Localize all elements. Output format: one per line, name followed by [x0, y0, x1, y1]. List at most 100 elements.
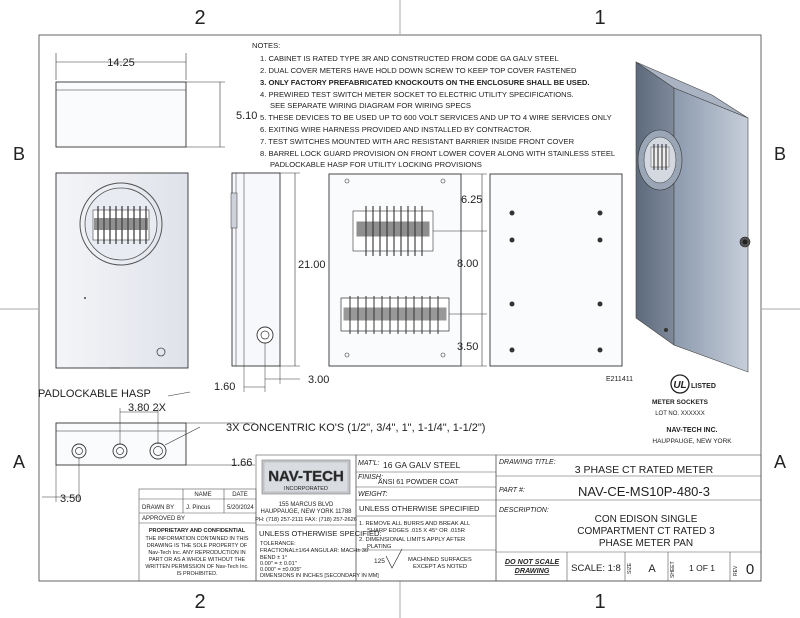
zone-col-2-bottom: 2	[194, 591, 205, 613]
back-view	[489, 173, 623, 367]
matl-label: MAT'L:	[358, 460, 379, 467]
description-line-1: CON EDISON SINGLE	[595, 514, 698, 525]
tb-prop-line-3: Nav-Tech Inc. ANY REPRODUCTION IN	[148, 550, 245, 556]
zone-col-2-top: 2	[194, 7, 205, 29]
tolerance-6: DIMENSIONS IN INCHES [SECONDARY IN MM]	[260, 573, 379, 579]
burrs-1: 1. REMOVE ALL BURRS AND BREAK ALL	[359, 521, 471, 527]
description-line-2: COMPARTMENT CT RATED 3	[577, 526, 715, 537]
part-number: NAV-CE-MS10P-480-3	[578, 484, 710, 499]
tb-prop-title: PROPRIETARY AND CONFIDENTIAL	[149, 528, 246, 534]
ul-category: METER SOCKETS	[652, 399, 709, 406]
dim-3-00: 3.00	[308, 374, 329, 386]
side-view	[230, 172, 300, 392]
dim-3-80-2x: 3.80 2X	[128, 402, 167, 414]
machined-1: MACHINED SURFACES	[408, 557, 472, 563]
logo-main: NAV-TECH	[268, 468, 344, 485]
tb-name-header: NAME	[194, 492, 211, 498]
top-view	[55, 53, 225, 148]
rev-value: 0	[746, 561, 754, 578]
tb-drawn-name: J. Pincus	[186, 505, 210, 511]
tolerance-4: 0.00" = ± 0.01"	[260, 561, 297, 567]
dim-width: 14.25	[107, 57, 135, 69]
logo-sub: INCORPORATED	[284, 486, 328, 492]
dim-1-66: 1.66	[231, 457, 252, 469]
description-label: DESCRIPTION:	[499, 507, 549, 514]
zone-row-a-left: A	[13, 452, 25, 472]
tb-prop-line-5: WRITTEN PERMISSION OF Nav-Tech Inc.	[145, 564, 248, 570]
notes-title: NOTES:	[252, 41, 280, 50]
hasp-label: PADLOCKABLE HASP	[38, 388, 151, 400]
note-5: 5. THESE DEVICES TO BE USED UP TO 600 VO…	[260, 113, 612, 122]
machined-2: EXCEPT AS NOTED	[413, 564, 467, 570]
do-not-scale: DO NOT SCALE	[505, 557, 560, 566]
note-2: 2. DUAL COVER METERS HAVE HOLD DOWN SCRE…	[260, 66, 577, 75]
address-line-2: HAUPPAUGE, NEW YORK 11788	[260, 509, 352, 515]
dim-3-50-horiz: 3.50	[60, 493, 81, 505]
machining-symbol	[385, 548, 403, 569]
part-label: PART #:	[499, 487, 525, 494]
do-not-scale-2: DRAWING	[515, 566, 550, 575]
size-label: SIZE	[627, 562, 633, 574]
dim-depth: 5.10	[236, 110, 257, 122]
ul-lot: LOT NO. XXXXXX	[655, 411, 705, 417]
weight-label: WEIGHT:	[358, 491, 387, 498]
navtech-logo: NAV-TECH INCORPORATED	[261, 459, 351, 495]
zone-col-1-top: 1	[594, 7, 605, 29]
unless-specified-2: UNLESS OTHERWISE SPECIFIED	[359, 504, 480, 513]
dim-1-60: 1.60	[214, 381, 235, 393]
interior-view	[328, 173, 487, 367]
rev-label: REV	[733, 565, 739, 576]
size-value: A	[648, 563, 656, 575]
title-block	[138, 454, 762, 582]
dim-6-25: 6.25	[461, 194, 482, 206]
ul-listing-mark: UL LISTED METER SOCKETS LOT NO. XXXXXX N…	[652, 374, 732, 445]
tb-approved-by: APPROVED BY	[142, 516, 185, 522]
limits-2: PLATING	[367, 544, 392, 550]
tb-drawn-by: DRAWN BY	[142, 505, 174, 511]
tolerance-3: BEND ± 1°	[260, 555, 287, 561]
note-3: 3. ONLY FACTORY PREFABRICATED KNOCKOUTS …	[260, 78, 590, 87]
note-1: 1. CABINET IS RATED TYPE 3R AND CONSTRUC…	[260, 54, 559, 63]
finish-value: ANSI 61 POWDER COAT	[378, 479, 459, 486]
finish-symbol-value: 125	[374, 558, 385, 565]
tb-date-header: DATE	[232, 492, 248, 498]
tolerance-1: TOLERANCE:	[260, 541, 296, 547]
sheet-label: SHEET	[670, 561, 676, 578]
tolerance-2: FRACTIONAL±1/64 ANGULAR: MACH± 30'	[260, 548, 369, 554]
tb-prop-line-2: DRAWING IS THE SOLE PROPERTY OF	[147, 543, 248, 549]
isometric-view	[635, 61, 751, 373]
tb-prop-line-6: IS PROHIBITED.	[176, 571, 217, 577]
tb-prop-line-1: THE INFORMATION CONTAINED IN THIS	[145, 536, 248, 542]
zone-row-a-right: A	[774, 452, 786, 472]
file-number: E211411	[606, 376, 633, 383]
dim-3-50-vert: 3.50	[457, 341, 478, 353]
sheet-value: 1 OF 1	[689, 563, 715, 573]
tb-prop-line-4: PART OR AS A WHOLE WITHOUT THE	[149, 557, 246, 563]
kos-label: 3X CONCENTRIC KO'S (1/2", 3/4", 1", 1-1/…	[226, 422, 485, 434]
ul-listed: LISTED	[691, 383, 716, 390]
note-8: 8. BARREL LOCK GUARD PROVISION ON FRONT …	[260, 149, 615, 158]
dim-height: 21.00	[298, 259, 326, 271]
ul-logo-text: UL	[673, 380, 686, 391]
drawing-title-label: DRAWING TITLE:	[499, 459, 556, 466]
drawing-title-value: 3 PHASE CT RATED METER	[575, 464, 714, 476]
note-6: 6. EXITING WIRE HARNESS PROVIDED AND INS…	[260, 125, 532, 134]
burrs-2: SHARP EDGES .015 X 45° OR .015R	[367, 528, 465, 534]
ul-company: NAV-TECH INC.	[666, 427, 717, 434]
dim-8-00: 8.00	[457, 258, 478, 270]
zone-row-b-right: B	[774, 144, 786, 164]
limits-1: 2. DIMENSIONAL LIMITS APPLY AFTER	[359, 537, 465, 543]
notes-block: NOTES: 1. CABINET IS RATED TYPE 3R AND C…	[252, 41, 615, 169]
finish-label: FINISH:	[358, 474, 383, 481]
ul-city: HAUPPAUGE, NEW YORK	[652, 438, 732, 445]
tb-drawn-date: 5/20/2024	[227, 505, 254, 511]
description-line-3: PHASE METER PAN	[599, 538, 693, 549]
address-line-1: 155 MARCUS BLVD	[279, 502, 334, 508]
scale: SCALE: 1:8	[571, 563, 621, 574]
address-line-3: PH: (718) 257-2111 FAX: (718) 257-2626	[255, 517, 357, 523]
note-7: 7. TEST SWITCHES MOUNTED WITH ARC RESIST…	[260, 137, 575, 146]
matl-value: 16 GA GALV STEEL	[383, 460, 461, 470]
note-4: 4. PREWIRED TEST SWITCH METER SOCKET TO …	[260, 90, 574, 99]
note-4-cont: SEE SEPARATE WIRING DIAGRAM FOR WIRING S…	[270, 101, 471, 110]
